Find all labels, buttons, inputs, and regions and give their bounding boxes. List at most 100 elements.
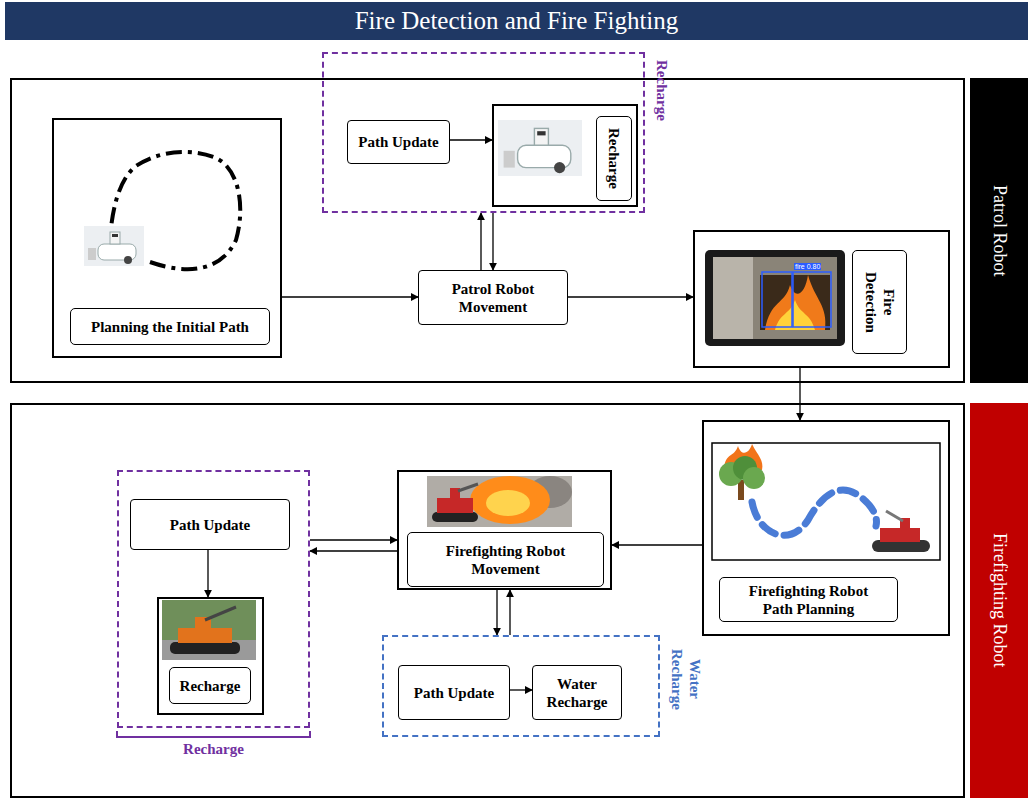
arrow-connector — [207, 550, 208, 597]
detection-box — [793, 272, 831, 327]
label-box: Recharge — [596, 116, 632, 201]
explosion-core — [486, 490, 530, 516]
robot-eye — [112, 234, 118, 237]
photo-ground — [84, 226, 144, 266]
node-label: Path Update — [170, 516, 250, 534]
label-box: Firefighting Robot Movement — [407, 532, 604, 587]
node-label: Path Update — [358, 133, 438, 151]
arrow-connector — [310, 539, 397, 540]
process-box: Path Update — [130, 499, 290, 550]
recharge-photo — [162, 600, 256, 660]
image-box: Recharge — [492, 104, 638, 207]
robot-body — [880, 528, 920, 542]
robot-cannon — [205, 607, 236, 620]
flame — [765, 275, 825, 330]
process-box: Path Update — [347, 120, 450, 164]
section-panel: Firefighting Robot Firefighting Robot Pat… — [10, 403, 1028, 798]
arrow-connector — [492, 213, 493, 270]
robot-body — [437, 498, 473, 513]
node-label: Recharge — [653, 60, 671, 121]
arrow-connector — [568, 296, 693, 297]
robot-eye — [537, 131, 545, 135]
image-frame — [712, 443, 940, 560]
arrow-connector — [282, 296, 418, 297]
label-box: Planning the Initial Path — [70, 308, 270, 345]
process-box: Patrol Robot Movement — [418, 270, 568, 325]
dashed-group: Water RechargePath UpdateWater Recharge — [382, 635, 660, 737]
robot-nozzle — [886, 511, 903, 521]
robot-body — [178, 628, 232, 643]
node-label: Fire Detection — [862, 262, 898, 342]
arrow-connector — [509, 590, 510, 635]
path-planning-image — [712, 443, 940, 560]
robot-dock — [88, 248, 96, 260]
label-box: Fire Detection — [852, 250, 907, 354]
photo-ground — [427, 476, 572, 527]
node-label: Recharge — [605, 128, 623, 189]
patrol-robot-image — [498, 120, 582, 176]
image-box: Planning the Initial Path — [52, 118, 282, 358]
section-panel: Patrol RobotPlanning the Initial Path Rec… — [10, 78, 1028, 383]
tablet-frame — [705, 250, 845, 346]
label-box: Recharge — [169, 667, 251, 704]
node-label: Firefighting Robot Movement — [431, 542, 581, 578]
process-box: Path Update — [398, 665, 510, 720]
dashed-group: RechargePath UpdateRecharge — [117, 470, 310, 728]
group-label-holder: Water Recharge — [668, 643, 704, 715]
screen-monitor — [760, 275, 830, 330]
planned-path — [752, 490, 876, 535]
side-band: Firefighting Robot — [970, 403, 1028, 798]
title-bar: Fire Detection and Fire Fighting — [5, 2, 1028, 40]
robot-wheel — [124, 256, 132, 264]
robot-nozzle — [458, 484, 478, 491]
explosion — [470, 476, 550, 524]
node-label: Water Recharge — [541, 675, 613, 711]
screen-wall — [713, 257, 753, 339]
node-label: Recharge — [180, 677, 241, 695]
group-bracket — [117, 731, 310, 737]
robot-track — [432, 512, 478, 522]
image-box: Fire Detection — [693, 230, 950, 368]
robot-wheel — [554, 162, 565, 173]
group-label-holder: Recharge — [119, 740, 308, 758]
photo-ground — [162, 600, 256, 660]
arrow-connector — [310, 550, 397, 551]
photo-ground — [498, 120, 582, 176]
arrow-connector — [799, 368, 800, 420]
title-text: Fire Detection and Fire Fighting — [355, 6, 679, 36]
robot-dock — [504, 151, 515, 168]
node-label: Recharge — [119, 740, 308, 758]
firefighting-image — [427, 476, 572, 527]
group-label-holder: Recharge — [653, 60, 671, 121]
arrow-connector — [612, 544, 702, 545]
arrow-connector — [480, 213, 481, 270]
flame-core — [775, 300, 815, 330]
side-band: Patrol Robot — [970, 78, 1028, 383]
robot-head — [110, 232, 120, 244]
node-label: Path Update — [414, 684, 494, 702]
arrow-connector — [510, 689, 532, 690]
tablet-image — [705, 250, 845, 346]
node-label: Firefighting Robot Path Planning — [739, 582, 879, 618]
robot-head — [534, 128, 548, 145]
tree-leaves — [743, 467, 765, 489]
image-box: Firefighting Robot Path Planning — [702, 420, 950, 636]
image-caption: fire 0.80 — [794, 263, 821, 270]
tablet-screen — [713, 257, 837, 339]
image-box: Recharge — [157, 597, 264, 715]
process-box: Water Recharge — [532, 665, 622, 720]
patrol-robot-image — [84, 226, 144, 266]
image-box: Firefighting Robot Movement — [397, 470, 612, 590]
robot-track — [170, 642, 240, 654]
node-label: Planning the Initial Path — [91, 318, 249, 336]
dashed-group: RechargePath UpdateRecharge — [322, 52, 645, 213]
node-label: Firefighting Robot — [988, 533, 1010, 668]
node-label: Patrol Robot — [988, 185, 1010, 277]
detection-box — [762, 272, 792, 327]
node-label: Water Recharge — [668, 643, 704, 715]
arrow-connector — [496, 590, 497, 635]
arrow-connector — [450, 139, 492, 140]
label-box: Firefighting Robot Path Planning — [719, 577, 898, 622]
node-label: Patrol Robot Movement — [437, 280, 549, 316]
